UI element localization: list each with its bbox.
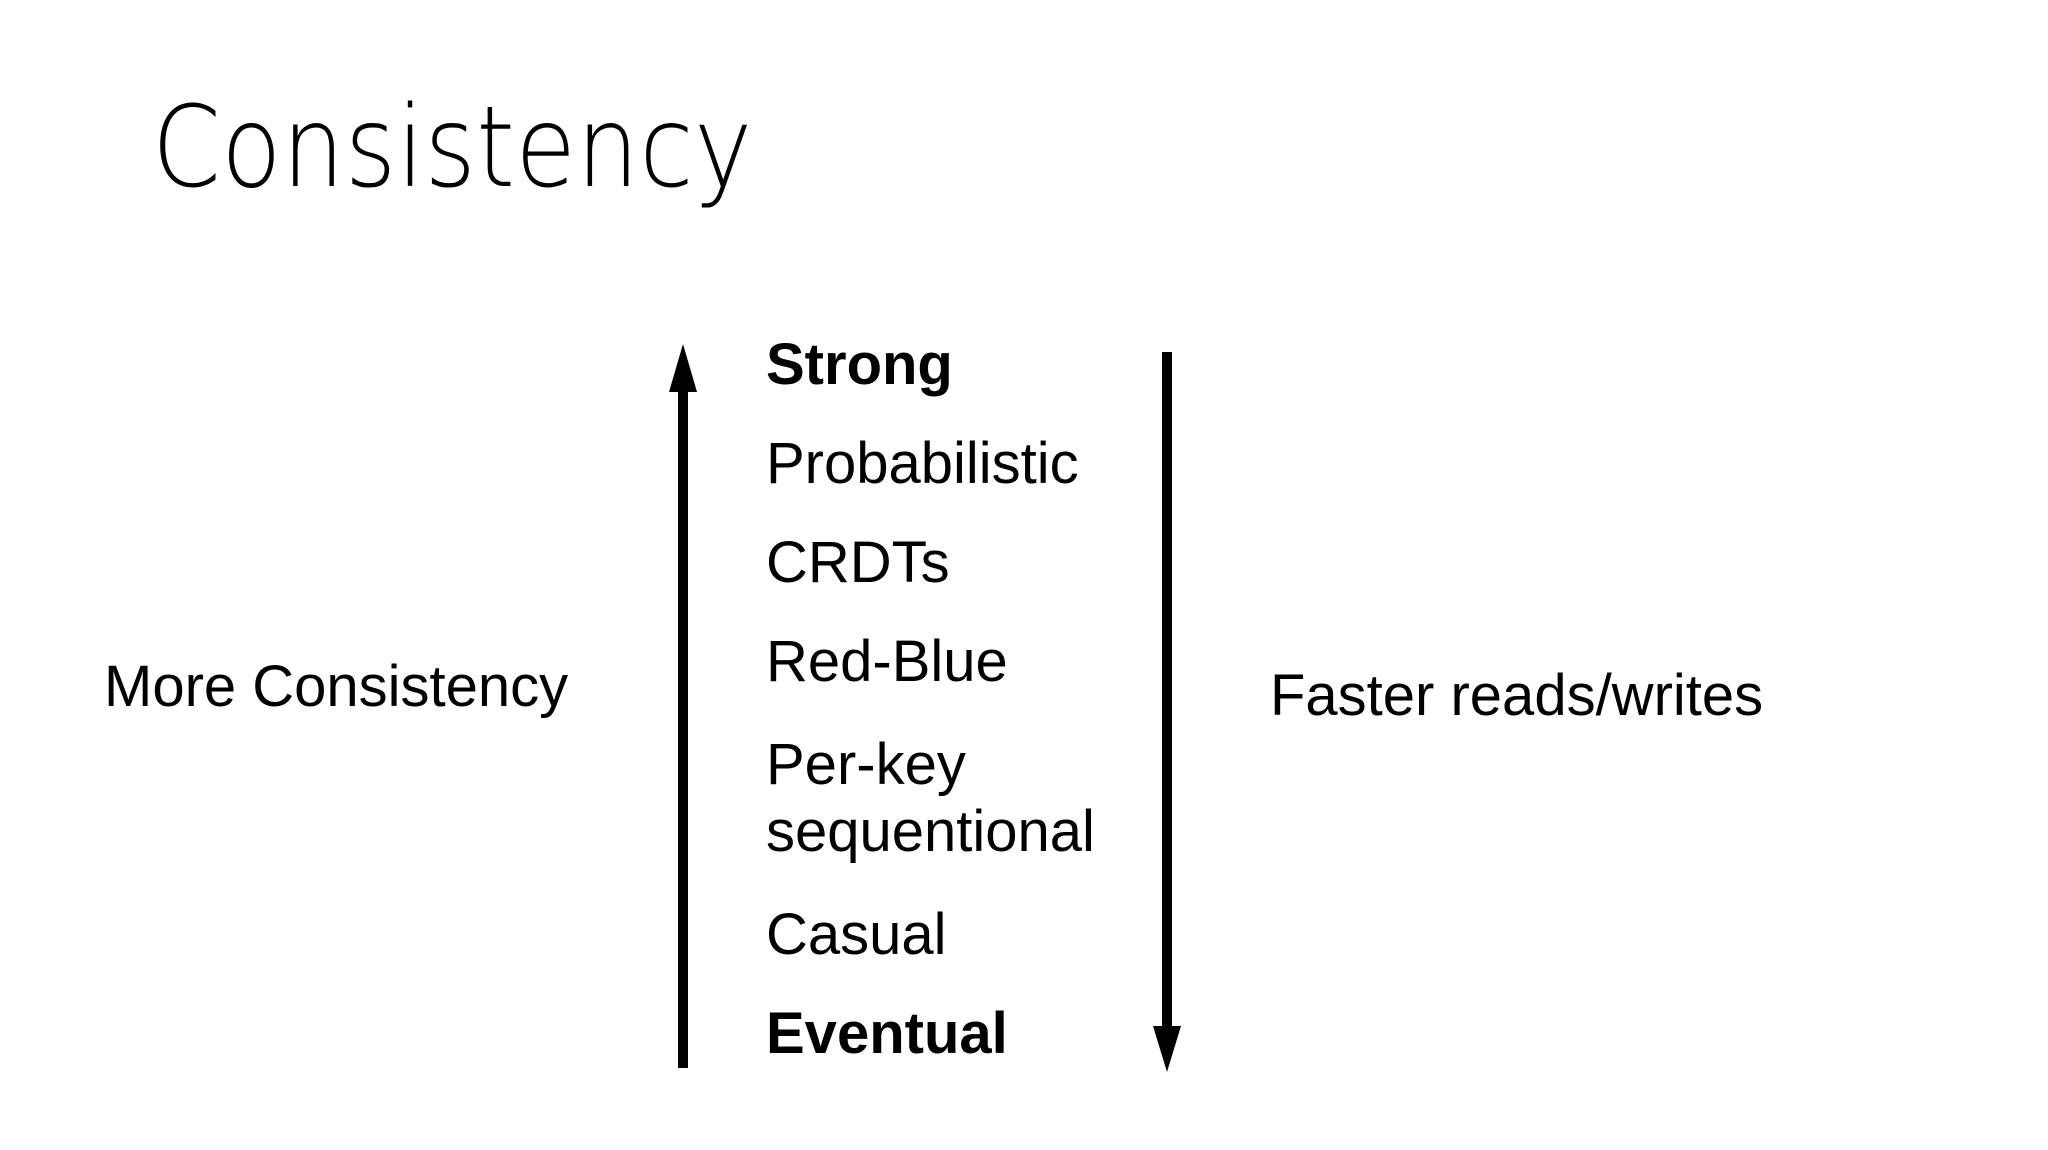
page-title: Consistency (152, 83, 753, 213)
arrow-up-icon (669, 344, 697, 1068)
list-item: Casual (766, 902, 947, 968)
arrow-down-icon (1153, 352, 1181, 1072)
left-axis-label: More Consistency (104, 654, 569, 719)
list-item: Red-Blue (766, 629, 1008, 694)
consistency-level-list: Strong Probabilistic CRDTs Red-Blue Per-… (766, 336, 1166, 1063)
list-item: Eventual (766, 1001, 1008, 1067)
list-item: Per-key sequentional (766, 732, 1095, 864)
list-item: Strong (766, 332, 953, 397)
right-axis-label: Faster reads/writes (1270, 663, 1764, 728)
list-item: CRDTs (766, 530, 950, 595)
list-item: Probabilistic (766, 431, 1079, 496)
